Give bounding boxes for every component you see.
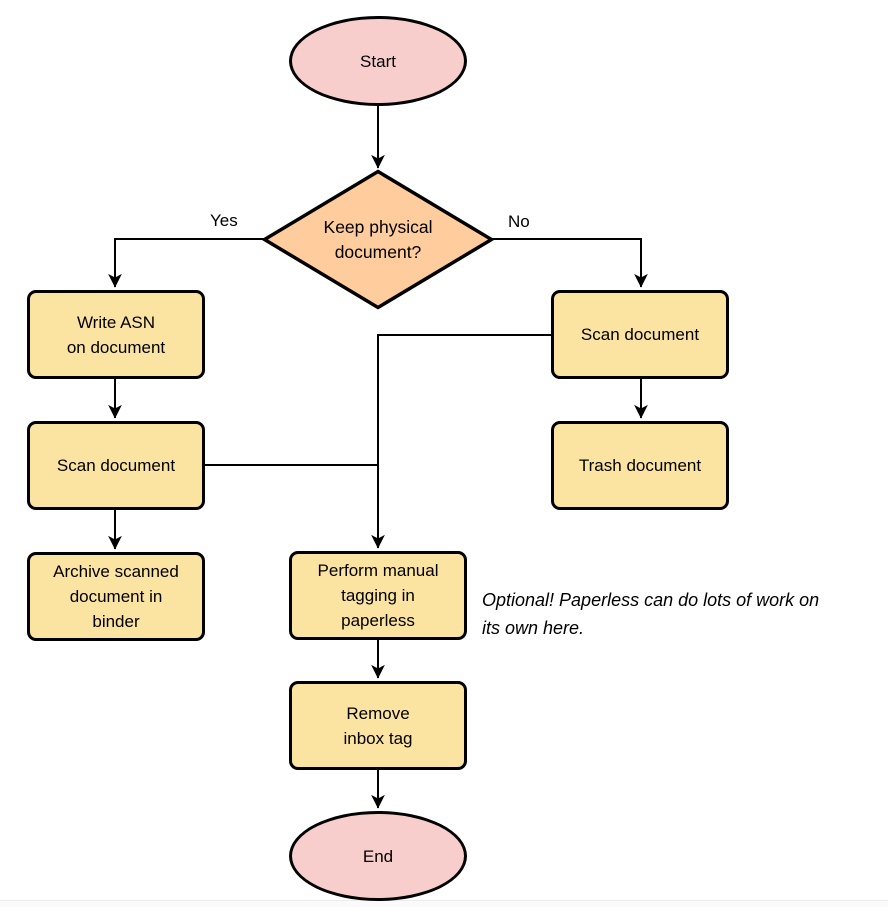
end-node: End: [289, 811, 467, 901]
edge-decision-yes-to-write-asn: [108, 238, 264, 288]
start-label: Start: [360, 51, 396, 71]
scan-document-left-label: Scan document: [56, 456, 176, 475]
start-node: Start: [289, 16, 467, 106]
trash-document-node: Trash document: [551, 421, 729, 510]
manual-tagging-node: Perform manual tagging in paperless: [289, 551, 467, 640]
edge-decision-no-to-scan-right: [492, 238, 648, 288]
end-label: End: [362, 846, 394, 866]
no-branch-label: No: [508, 212, 530, 231]
write-asn-label: Write ASN on document: [66, 312, 166, 357]
archive-label: Archive scanned document in binder: [53, 562, 179, 631]
manual-tagging-label: Perform manual tagging in paperless: [317, 561, 439, 630]
trash-document-label: Trash document: [578, 456, 702, 475]
bottom-divider: [0, 900, 888, 907]
scan-document-left-node: Scan document: [27, 421, 205, 510]
scan-document-right-label: Scan document: [580, 325, 700, 344]
archive-node: Archive scanned document in binder: [27, 552, 205, 641]
decision-label: Keep physical document?: [323, 216, 433, 262]
scan-document-right-node: Scan document: [551, 290, 729, 379]
write-asn-node: Write ASN on document: [27, 290, 205, 379]
decision-diamond-shape: [262, 169, 494, 310]
decision-node: Keep physical document?: [262, 169, 494, 310]
remove-inbox-tag-node: Remove inbox tag: [289, 681, 467, 770]
optional-note: Optional! Paperless can do lots of work …: [482, 590, 820, 638]
edge-scan-right-to-tagging: [371, 334, 551, 549]
remove-inbox-tag-label: Remove inbox tag: [343, 703, 413, 748]
yes-branch-label: Yes: [210, 211, 238, 230]
